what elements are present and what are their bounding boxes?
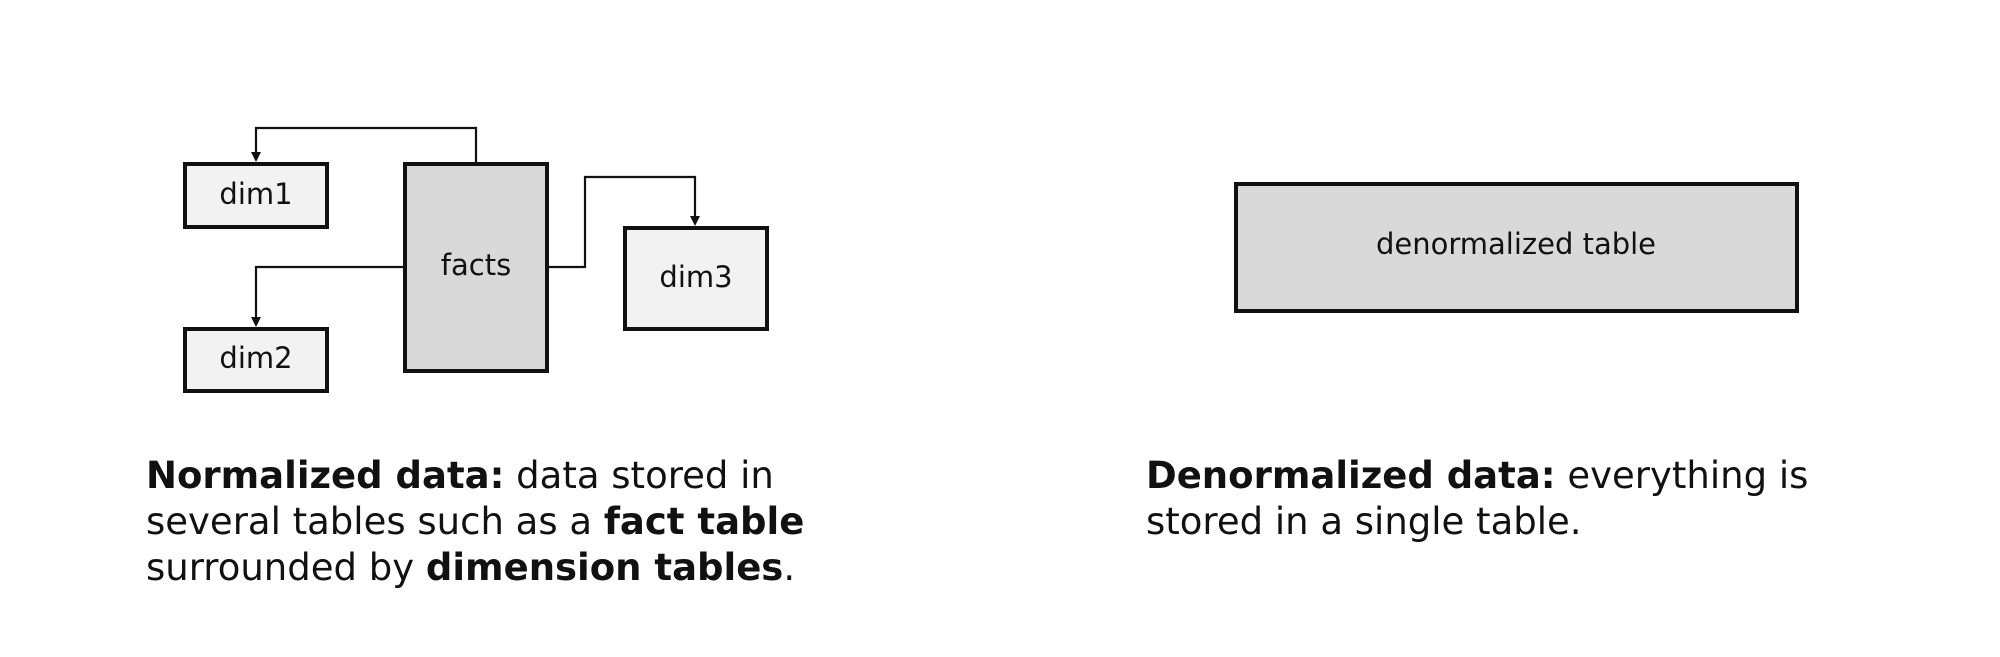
facts-label: facts (441, 248, 511, 282)
dim1-label: dim1 (219, 177, 292, 211)
facts-to-dim2-arrow (251, 265, 403, 327)
denormalized-caption: Denormalized data: everything is stored … (1146, 453, 1906, 545)
normalized-caption-text-1: data stored in several tables such as a (146, 454, 774, 543)
normalized-caption-text-3: . (783, 546, 796, 589)
normalized-caption: Normalized data: data stored in several … (146, 453, 886, 591)
denormalized-table-label: denormalized table (1376, 227, 1656, 261)
facts-table: facts (403, 162, 549, 373)
normalized-caption-title: Normalized data: (146, 454, 505, 497)
denormalized-table: denormalized table (1234, 182, 1799, 313)
dimension-tables-term: dimension tables (425, 546, 784, 589)
normalized-caption-text-2: surrounded by (146, 546, 426, 589)
denormalized-caption-text-1: everything is stored in a single table. (1146, 454, 1809, 543)
dim3-label: dim3 (659, 260, 732, 294)
facts-to-dim3-arrow (547, 175, 700, 269)
fact-table-term: fact table (603, 500, 805, 543)
facts-to-dim1-arrow (251, 126, 478, 163)
dim2-label: dim2 (219, 341, 292, 375)
dim2-table: dim2 (183, 327, 329, 393)
dim3-table: dim3 (623, 226, 769, 331)
denormalized-caption-title: Denormalized data: (1146, 454, 1556, 497)
dim1-table: dim1 (183, 162, 329, 229)
